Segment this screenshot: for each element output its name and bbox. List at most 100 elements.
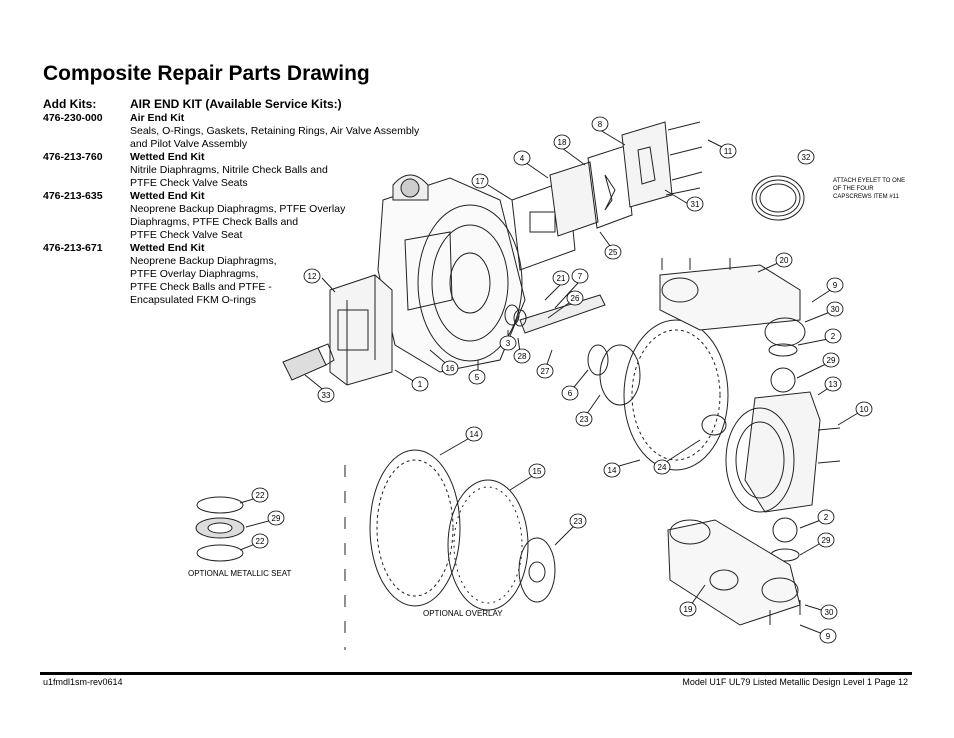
callout-12: 12: [303, 268, 321, 284]
callout-29: 29: [267, 510, 285, 526]
svg-text:22: 22: [256, 537, 265, 546]
svg-text:7: 7: [578, 272, 583, 281]
kit-line: Seals, O-Rings, Gaskets, Retaining Rings…: [130, 125, 420, 137]
kit-code: 476-213-635: [43, 190, 103, 202]
callout-25: 25: [604, 244, 622, 260]
svg-text:17: 17: [476, 177, 485, 186]
upper-check-valve: [768, 343, 798, 393]
eyelet-note: ATTACH EYELET TO ONE OF THE FOUR CAPSCRE…: [833, 178, 905, 200]
svg-text:9: 9: [833, 281, 838, 290]
svg-text:31: 31: [691, 200, 700, 209]
callout-14: 14: [465, 426, 483, 442]
callout-15: 15: [528, 463, 546, 479]
callout-23: 23: [569, 513, 587, 529]
callout-3: 3: [499, 335, 517, 351]
kit-line: PTFE Check Valve Seat: [130, 229, 243, 241]
callout-14: 14: [603, 462, 621, 478]
svg-text:13: 13: [829, 380, 838, 389]
svg-text:2: 2: [824, 513, 829, 522]
kit-line: PTFE Overlay Diaphragms,: [130, 268, 259, 280]
upper-diaphragms: [587, 319, 729, 471]
kit-line: Encapsulated FKM O-rings: [130, 294, 257, 306]
callout-4: 4: [513, 150, 531, 166]
kit-name: Wetted End Kit: [130, 242, 205, 254]
svg-text:22: 22: [256, 491, 265, 500]
kits-header: Add Kits: AIR END KIT (Available Service…: [43, 98, 443, 111]
callout-24: 24: [653, 459, 671, 475]
kit-item: 476-230-000 Air End Kit Seals, O-Rings, …: [43, 112, 443, 151]
callout-13: 13: [824, 376, 842, 392]
callout-26: 26: [566, 290, 584, 306]
callout-29: 29: [822, 352, 840, 368]
svg-text:18: 18: [558, 138, 567, 147]
lower-check-valve: [770, 517, 800, 562]
callout-17: 17: [471, 173, 489, 189]
callout-9: 9: [826, 277, 844, 293]
footer-divider: [40, 672, 912, 675]
callout-22: 22: [251, 533, 269, 549]
liquid-chamber: [725, 391, 841, 513]
callouts: 8 18 4 11 32 17 31 25 21 7 26 20 12 9 30…: [251, 116, 873, 644]
svg-text:30: 30: [831, 305, 840, 314]
capscrews: [665, 121, 703, 196]
svg-text:12: 12: [308, 272, 317, 281]
callout-2: 2: [824, 328, 842, 344]
air-body-housing: [377, 174, 526, 373]
air-valve-gaskets: [511, 145, 633, 271]
kit-line: Nitrile Diaphragms, Nitrile Check Balls …: [130, 164, 328, 176]
svg-text:26: 26: [571, 294, 580, 303]
kit-line: PTFE Check Balls and PTFE -: [130, 281, 272, 293]
callout-16: 16: [441, 360, 459, 376]
footer-doc-id: u1fmdl1sm-rev0614: [43, 677, 123, 687]
svg-text:19: 19: [684, 605, 693, 614]
callout-8: 8: [591, 116, 609, 132]
kit-line: and Pilot Valve Assembly: [130, 138, 248, 150]
upper-manifold: [659, 258, 806, 347]
kit-line: Neoprene Backup Diaphragms, PTFE Overlay: [130, 203, 346, 215]
callout-21: 21: [552, 270, 570, 286]
callout-30: 30: [820, 604, 838, 620]
air-valve-cap: [621, 121, 673, 208]
kit-code: 476-213-760: [43, 151, 103, 163]
svg-text:5: 5: [475, 373, 480, 382]
optional-metallic-seat: [195, 496, 245, 562]
svg-text:9: 9: [826, 632, 831, 641]
callout-31: 31: [686, 196, 704, 212]
kit-item: 476-213-635 Wetted End Kit Neoprene Back…: [43, 190, 443, 242]
svg-text:30: 30: [825, 608, 834, 617]
callout-28: 28: [513, 348, 531, 364]
callout-1: 1: [411, 376, 429, 392]
callout-6: 6: [561, 385, 579, 401]
svg-text:21: 21: [557, 274, 566, 283]
svg-text:14: 14: [608, 466, 617, 475]
svg-text:29: 29: [822, 536, 831, 545]
svg-text:29: 29: [272, 514, 281, 523]
svg-text:20: 20: [780, 256, 789, 265]
callout-20: 20: [775, 252, 793, 268]
svg-text:4: 4: [520, 154, 525, 163]
kit-name: Wetted End Kit: [130, 190, 205, 202]
shaft: [504, 294, 606, 334]
svg-text:10: 10: [860, 405, 869, 414]
svg-text:3: 3: [506, 339, 511, 348]
muffler: [282, 343, 335, 381]
callout-18: 18: [553, 134, 571, 150]
callout-10: 10: [855, 401, 873, 417]
svg-text:OF THE FOUR: OF THE FOUR: [833, 186, 874, 192]
callout-33: 33: [317, 387, 335, 403]
kit-name: Wetted End Kit: [130, 151, 205, 163]
svg-text:CAPSCREWS ITEM #11: CAPSCREWS ITEM #11: [833, 194, 900, 200]
svg-text:15: 15: [533, 467, 542, 476]
kit-line: Diaphragms, PTFE Check Balls and: [130, 216, 299, 228]
svg-text:6: 6: [568, 389, 573, 398]
kit-code: 476-213-671: [43, 242, 103, 254]
svg-text:11: 11: [724, 147, 733, 156]
svg-text:28: 28: [518, 352, 527, 361]
svg-text:33: 33: [322, 391, 331, 400]
svg-text:24: 24: [658, 463, 667, 472]
svg-text:23: 23: [580, 415, 589, 424]
kit-line: Neoprene Backup Diaphragms,: [130, 255, 277, 267]
kits-list: Add Kits: AIR END KIT (Available Service…: [43, 98, 443, 307]
svg-text:32: 32: [802, 153, 811, 162]
